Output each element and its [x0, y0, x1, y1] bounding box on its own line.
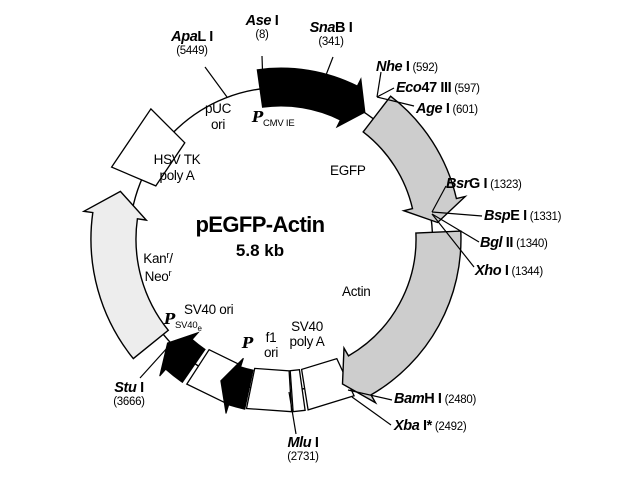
f1-promoter-arrow: [220, 357, 254, 414]
sv40-polya-line1: SV40: [291, 319, 323, 334]
cut-position: (592): [412, 62, 438, 74]
enzyme-name: Age I: [416, 101, 450, 117]
f1-ori-line1: f1: [265, 330, 277, 345]
f1-promoter-symbol: P: [242, 334, 253, 352]
cut-position: (1344): [511, 266, 543, 278]
leader-line-bamh: [347, 389, 393, 401]
site-label-xho: Xho I(1344): [475, 263, 543, 280]
cut-position: (2492): [434, 421, 467, 433]
cut-position: (1340): [516, 238, 548, 250]
enzyme-name: Xho I: [475, 263, 509, 279]
leader-line-age: [376, 96, 415, 107]
site-label-mlu: Mlu I(2731): [268, 436, 338, 464]
site-label-eco47: Eco47 III(597): [396, 80, 480, 97]
site-label-bamh: BamH I(2480): [394, 391, 476, 408]
puc-ori-line1: pUC: [204, 101, 232, 116]
site-label-nhe: Nhe I(592): [376, 59, 438, 76]
enzyme-name: ApaL I: [171, 29, 213, 45]
enzyme-name: BspE I: [484, 208, 527, 224]
enzyme-name: BsrG I: [446, 176, 488, 192]
sv40-polya-label: SV40 poly A: [281, 319, 333, 349]
hsv-tk-line1: HSV TK: [153, 152, 201, 167]
site-label-bspe: BspE I(1331): [484, 208, 561, 225]
enzyme-name: SnaB I: [309, 20, 353, 36]
leader-line-ase: [261, 55, 264, 87]
enzyme-name: Stu I: [114, 380, 144, 396]
leader-line-xba: [351, 396, 392, 426]
leader-line-snab: [318, 56, 334, 94]
egfp-label: EGFP: [330, 163, 366, 178]
spacer-box: [289, 368, 306, 413]
hsv-tk-line2: poly A: [159, 167, 195, 183]
site-label-xba: Xba I*(2492): [394, 418, 467, 435]
pcmv-subscript: CMV IE: [262, 118, 295, 129]
plasmid-title: pEGFP-Actin 5.8 kb: [150, 212, 370, 261]
actin-gene-arrow: [341, 230, 462, 405]
plasmid-name: pEGFP-Actin: [195, 212, 325, 237]
cut-position: (5449): [176, 45, 208, 57]
cut-position: (597): [454, 83, 480, 95]
cut-position: (8): [255, 29, 269, 41]
hsv-tk-polya-label: HSV TK poly A: [140, 152, 214, 183]
psv40e-symbol: P: [164, 310, 175, 328]
pcmv-ie-promoter-arrow: [256, 67, 366, 129]
cut-position: (1323): [490, 179, 522, 191]
actin-label: Actin: [342, 284, 371, 299]
psv40e-promoter-arrow: [159, 331, 206, 384]
sv40-ori-label: SV40 ori: [184, 302, 234, 317]
f1-ori-line2: ori: [263, 345, 279, 360]
kan-neo-gene-arrow: [81, 190, 170, 360]
neo-line: Neor: [144, 268, 172, 284]
cut-position: (1331): [529, 211, 562, 223]
site-label-ase: Ase I(8): [227, 14, 297, 42]
egfp-gene-arrow: [362, 95, 468, 224]
cut-position: (601): [452, 104, 478, 116]
site-label-age: Age I(601): [416, 101, 478, 118]
f1-ori-label: f1 ori: [257, 330, 285, 360]
plasmid-size: 5.8 kb: [235, 241, 285, 260]
pcmv-symbol: P: [252, 108, 263, 126]
leader-line-bsrg: [431, 185, 447, 213]
sv40-polya-line2: poly A: [289, 334, 325, 349]
hsv-tk-polya-box: [110, 107, 186, 187]
enzyme-name: Ase I: [245, 13, 279, 29]
leader-line-bgl: [431, 213, 480, 243]
cut-position: (2480): [444, 394, 477, 406]
kan-neo-resistance-label: Kanr/ Neor: [127, 250, 189, 287]
enzyme-name: Xba I*: [394, 418, 432, 434]
leader-line-stu: [139, 346, 169, 379]
leader-line-bspe: [431, 211, 483, 217]
cut-position: (3666): [113, 396, 145, 408]
puc-ori-line2: ori: [210, 116, 226, 132]
pcmv-ie-promoter-label: PCMV IE: [252, 108, 295, 129]
enzyme-name: Mlu I: [287, 435, 319, 451]
site-label-bgl: Bgl II(1340): [480, 235, 548, 252]
site-label-apal: ApaL I(5449): [147, 30, 237, 58]
site-label-bsrg: BsrG I(1323): [446, 176, 522, 193]
kan-line: Kanr/: [143, 250, 173, 266]
cut-position: (341): [318, 36, 344, 48]
psv40e-subsubscript: e: [197, 324, 202, 333]
psv40e-subscript: SV40: [174, 320, 198, 331]
site-label-stu: Stu I(3666): [94, 381, 164, 409]
enzyme-name: Nhe I: [376, 59, 410, 75]
enzyme-name: Eco47 III: [396, 80, 452, 96]
leader-line-xho: [431, 213, 475, 268]
f1-ori-box: [245, 367, 293, 413]
psv40e-promoter-label: PSV40e: [164, 310, 202, 333]
puc-ori-label: pUC ori: [197, 101, 239, 132]
enzyme-name: BamH I: [394, 391, 442, 407]
leader-line-apal: [204, 66, 228, 98]
cut-position: (2731): [287, 451, 319, 463]
site-label-snab: SnaB I(341): [296, 21, 366, 49]
leader-line-eco47: [376, 87, 395, 98]
leader-line-nhe: [376, 71, 382, 98]
leader-line-mlu: [288, 391, 297, 435]
enzyme-name: Bgl II: [480, 235, 514, 251]
